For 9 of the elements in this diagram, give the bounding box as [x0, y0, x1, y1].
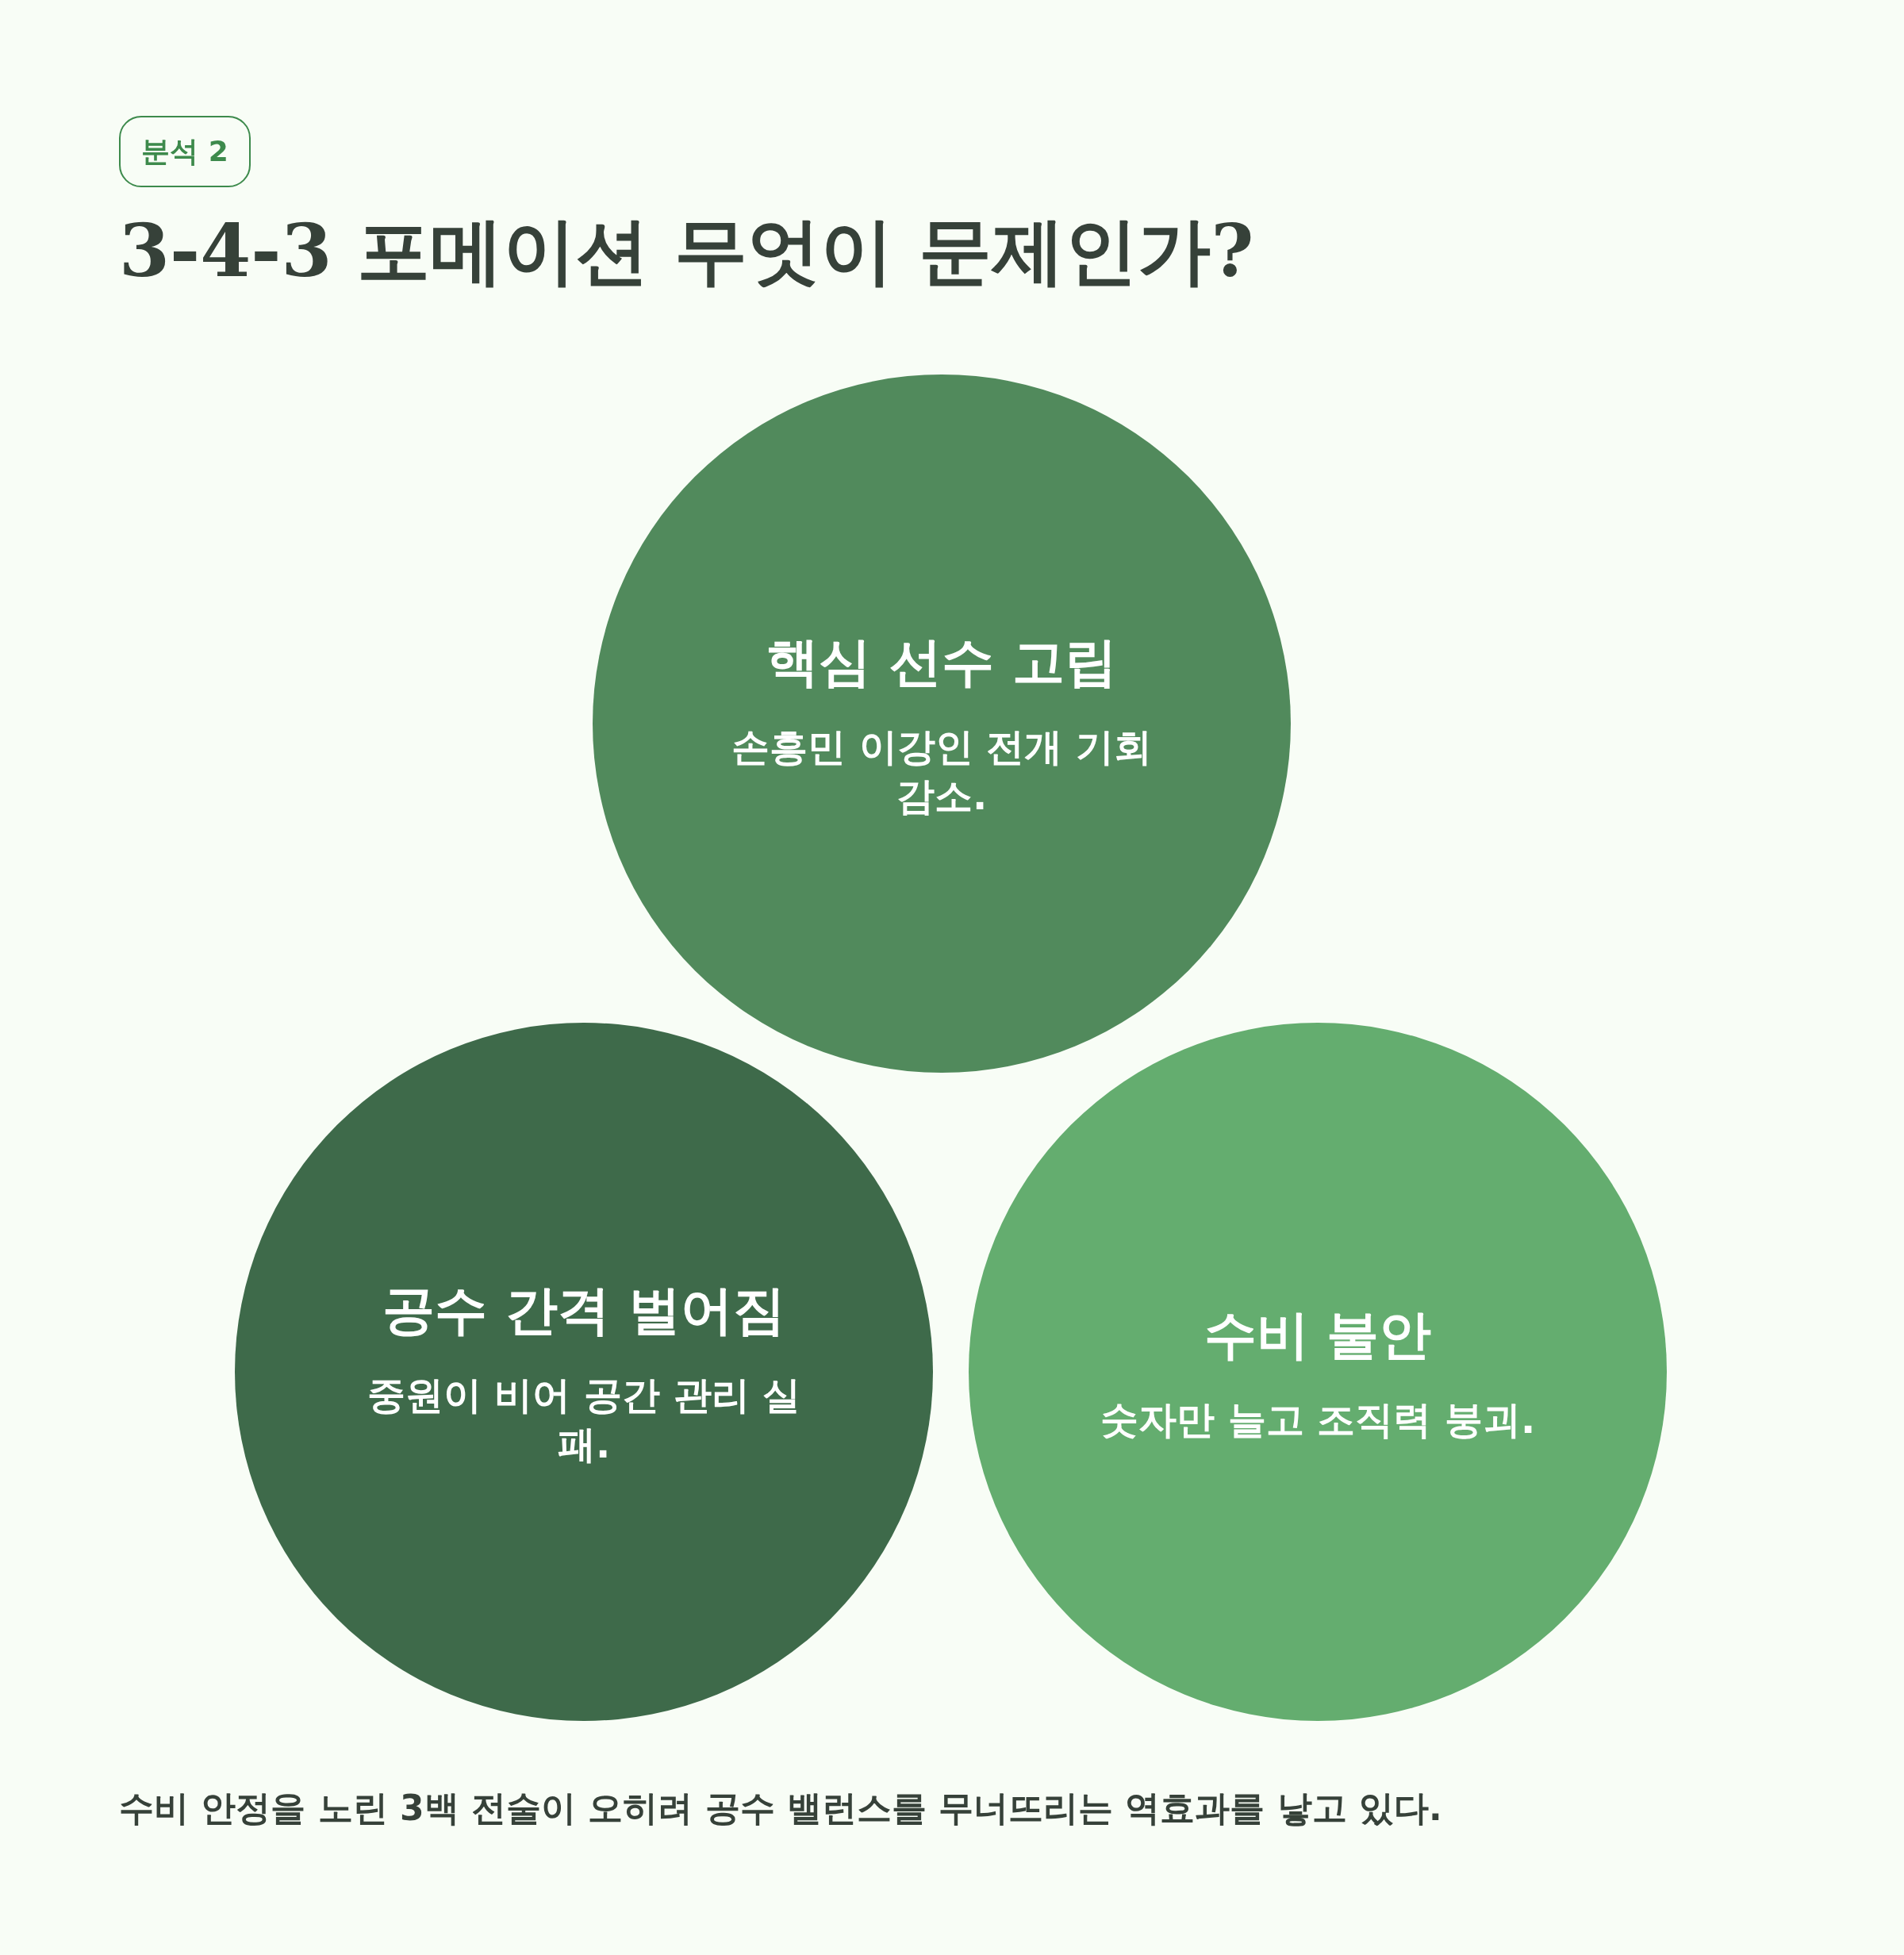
page-title: 3-4-3 포메이션 무엇이 문제인가?	[119, 207, 1254, 295]
circle-description: 손흥민 이강인 전개 기회 감소.	[730, 723, 1154, 820]
label-badge: 분석 2	[119, 116, 251, 187]
circle-description: 중원이 비어 공간 관리 실패.	[366, 1371, 802, 1468]
caption-text: 수비 안정을 노린 3백 전술이 오히려 공수 밸런스를 무너뜨리는 역효과를 낳고 있다.	[119, 1787, 1442, 1830]
circle-heading: 수비 불안	[1203, 1303, 1432, 1367]
circle-heading: 공수 간격 벌어짐	[382, 1278, 785, 1342]
circle-description: 숫자만 늘고 조직력 붕괴.	[1100, 1396, 1536, 1443]
circle-heading: 핵심 선수 고립	[766, 630, 1117, 694]
